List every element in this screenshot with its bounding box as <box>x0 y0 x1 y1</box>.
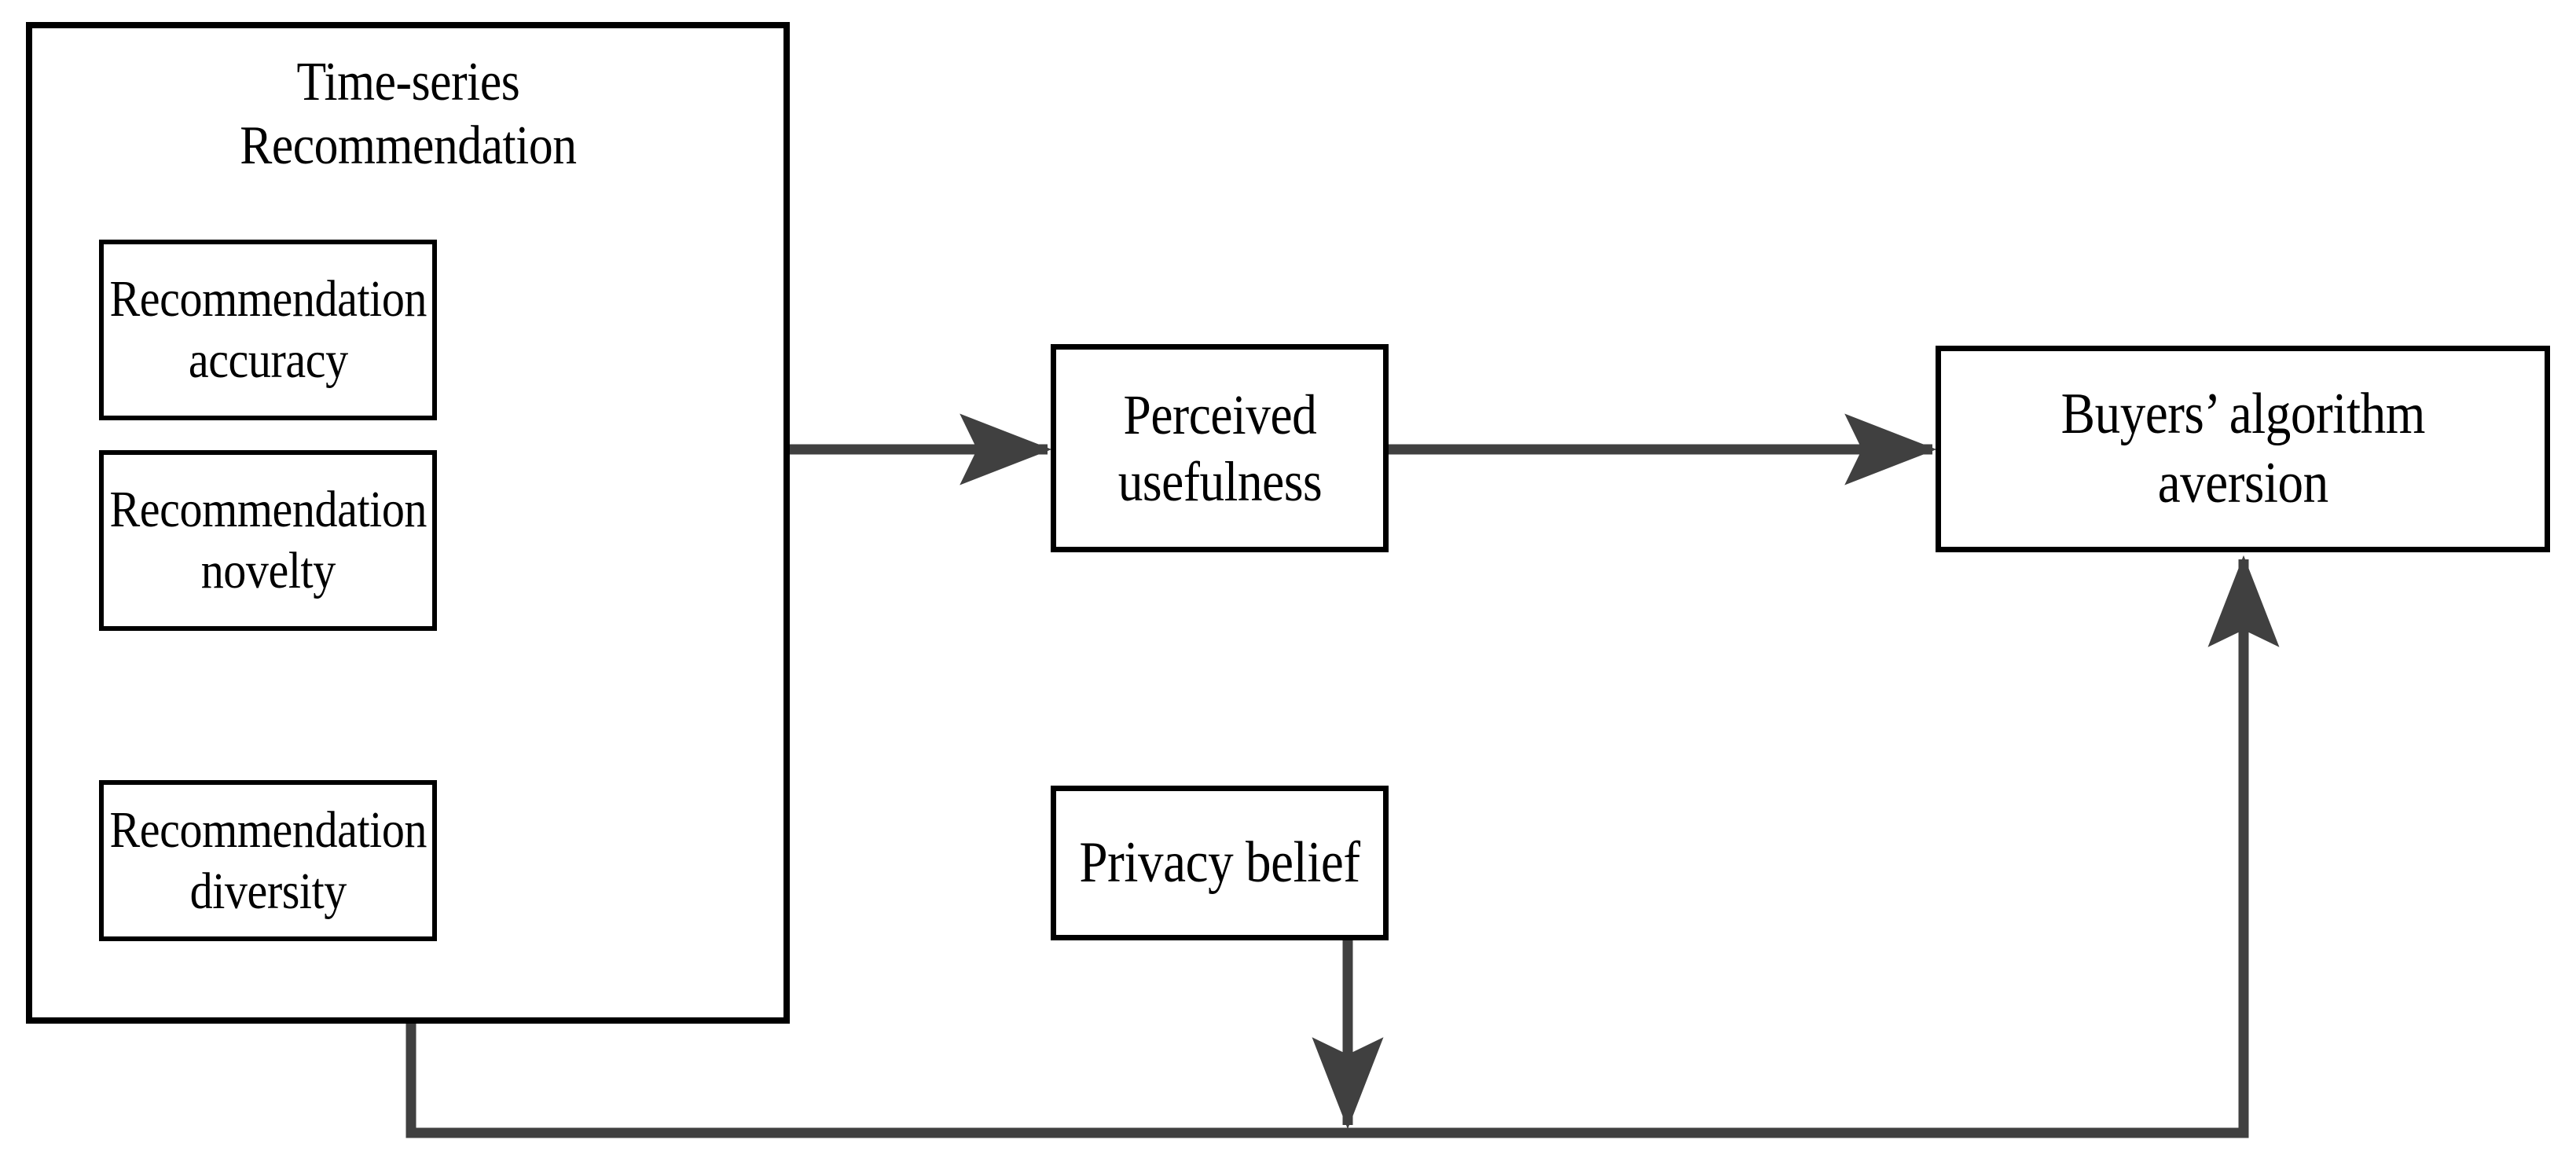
node-privacy-belief-label: Privacy belief <box>1079 830 1360 895</box>
node-recommendation-diversity-label: Recommendation diversity <box>109 801 427 920</box>
node-perceived-usefulness[interactable]: Perceived usefulness <box>1051 344 1389 552</box>
edge-group-to-aversion-elbow <box>405 555 2280 1138</box>
node-recommendation-accuracy[interactable]: Recommendation accuracy <box>99 240 437 420</box>
group-time-series-title: Time-series Recommendation <box>239 52 577 177</box>
node-buyers-algorithm-aversion-label: Buyers’ algorithm aversion <box>2060 382 2425 515</box>
node-recommendation-diversity[interactable]: Recommendation diversity <box>99 780 437 941</box>
node-privacy-belief[interactable]: Privacy belief <box>1051 786 1389 940</box>
node-recommendation-novelty[interactable]: Recommendation novelty <box>99 450 437 631</box>
node-buyers-algorithm-aversion[interactable]: Buyers’ algorithm aversion <box>1936 346 2550 552</box>
node-recommendation-accuracy-label: Recommendation accuracy <box>109 270 427 389</box>
node-perceived-usefulness-label: Perceived usefulness <box>1117 383 1322 513</box>
node-recommendation-novelty-label: Recommendation novelty <box>109 481 427 599</box>
